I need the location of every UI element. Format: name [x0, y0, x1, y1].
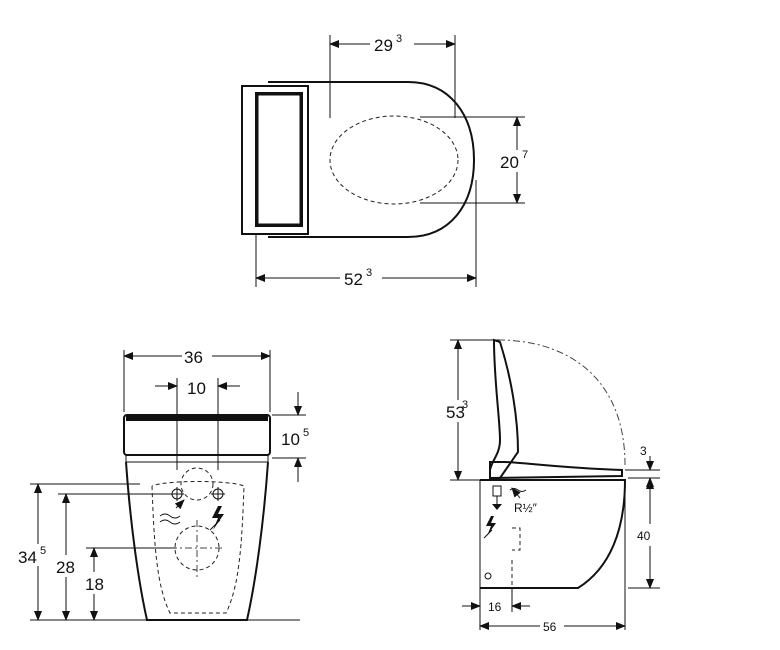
dim-lid-height: 10 — [281, 430, 300, 449]
dim-height-outlet: 18 — [85, 575, 104, 594]
lid-swing-arc — [497, 339, 626, 466]
dim-overall-length-sup: 3 — [366, 267, 372, 279]
dim-seat-depth: 20 — [500, 153, 519, 172]
water-connection-label: R½″ — [514, 501, 538, 515]
front-view: 36 10 10 5 34 5 28 18 — [16, 344, 309, 621]
bowl-top-outline — [268, 81, 476, 238]
water-icon — [159, 499, 185, 525]
seat-side — [489, 461, 623, 480]
dim-lid-height-sup: 5 — [303, 427, 309, 439]
dim-overall-length: 52 — [344, 270, 363, 289]
dim-height-total: 34 — [18, 548, 37, 567]
dim-lid-open-sup: 3 — [462, 399, 468, 411]
bowl-front-outline — [125, 461, 269, 621]
dim-pipe-spacing: 10 — [187, 379, 206, 398]
dim-seat-gap: 3 — [640, 444, 647, 458]
top-view: 29 3 20 7 52 3 — [241, 32, 538, 289]
seat-opening — [329, 115, 459, 205]
bowl-inner-profile — [151, 481, 245, 614]
inlet-circle — [180, 467, 214, 501]
dim-wall-offset: 16 — [488, 600, 502, 614]
seat-band — [125, 454, 269, 463]
dim-height-inlet: 28 — [56, 558, 75, 577]
tank-outline — [241, 85, 309, 235]
tank-inner-face — [257, 94, 301, 225]
side-water-icon — [509, 487, 527, 499]
water-connector — [492, 485, 502, 510]
dim-top-width: 29 — [374, 36, 393, 55]
lid-open — [489, 338, 520, 479]
trap-dashed — [511, 527, 521, 588]
dim-depth: 56 — [543, 620, 557, 634]
side-electric-icon — [483, 516, 496, 539]
dim-bowl-height: 40 — [637, 529, 651, 543]
dim-seat-depth-sup: 7 — [522, 149, 528, 161]
electric-icon — [209, 506, 224, 531]
dim-height-total-sup: 5 — [40, 545, 46, 557]
bowl-side-outline — [480, 479, 627, 589]
side-view: R½″ 53 3 3 40 16 56 — [444, 338, 660, 636]
dim-lid-open: 53 — [446, 403, 465, 422]
dim-front-width: 36 — [184, 348, 203, 367]
dim-top-width-sup: 3 — [396, 33, 402, 45]
water-connection-marker — [170, 487, 184, 501]
power-connection-marker — [211, 487, 225, 501]
